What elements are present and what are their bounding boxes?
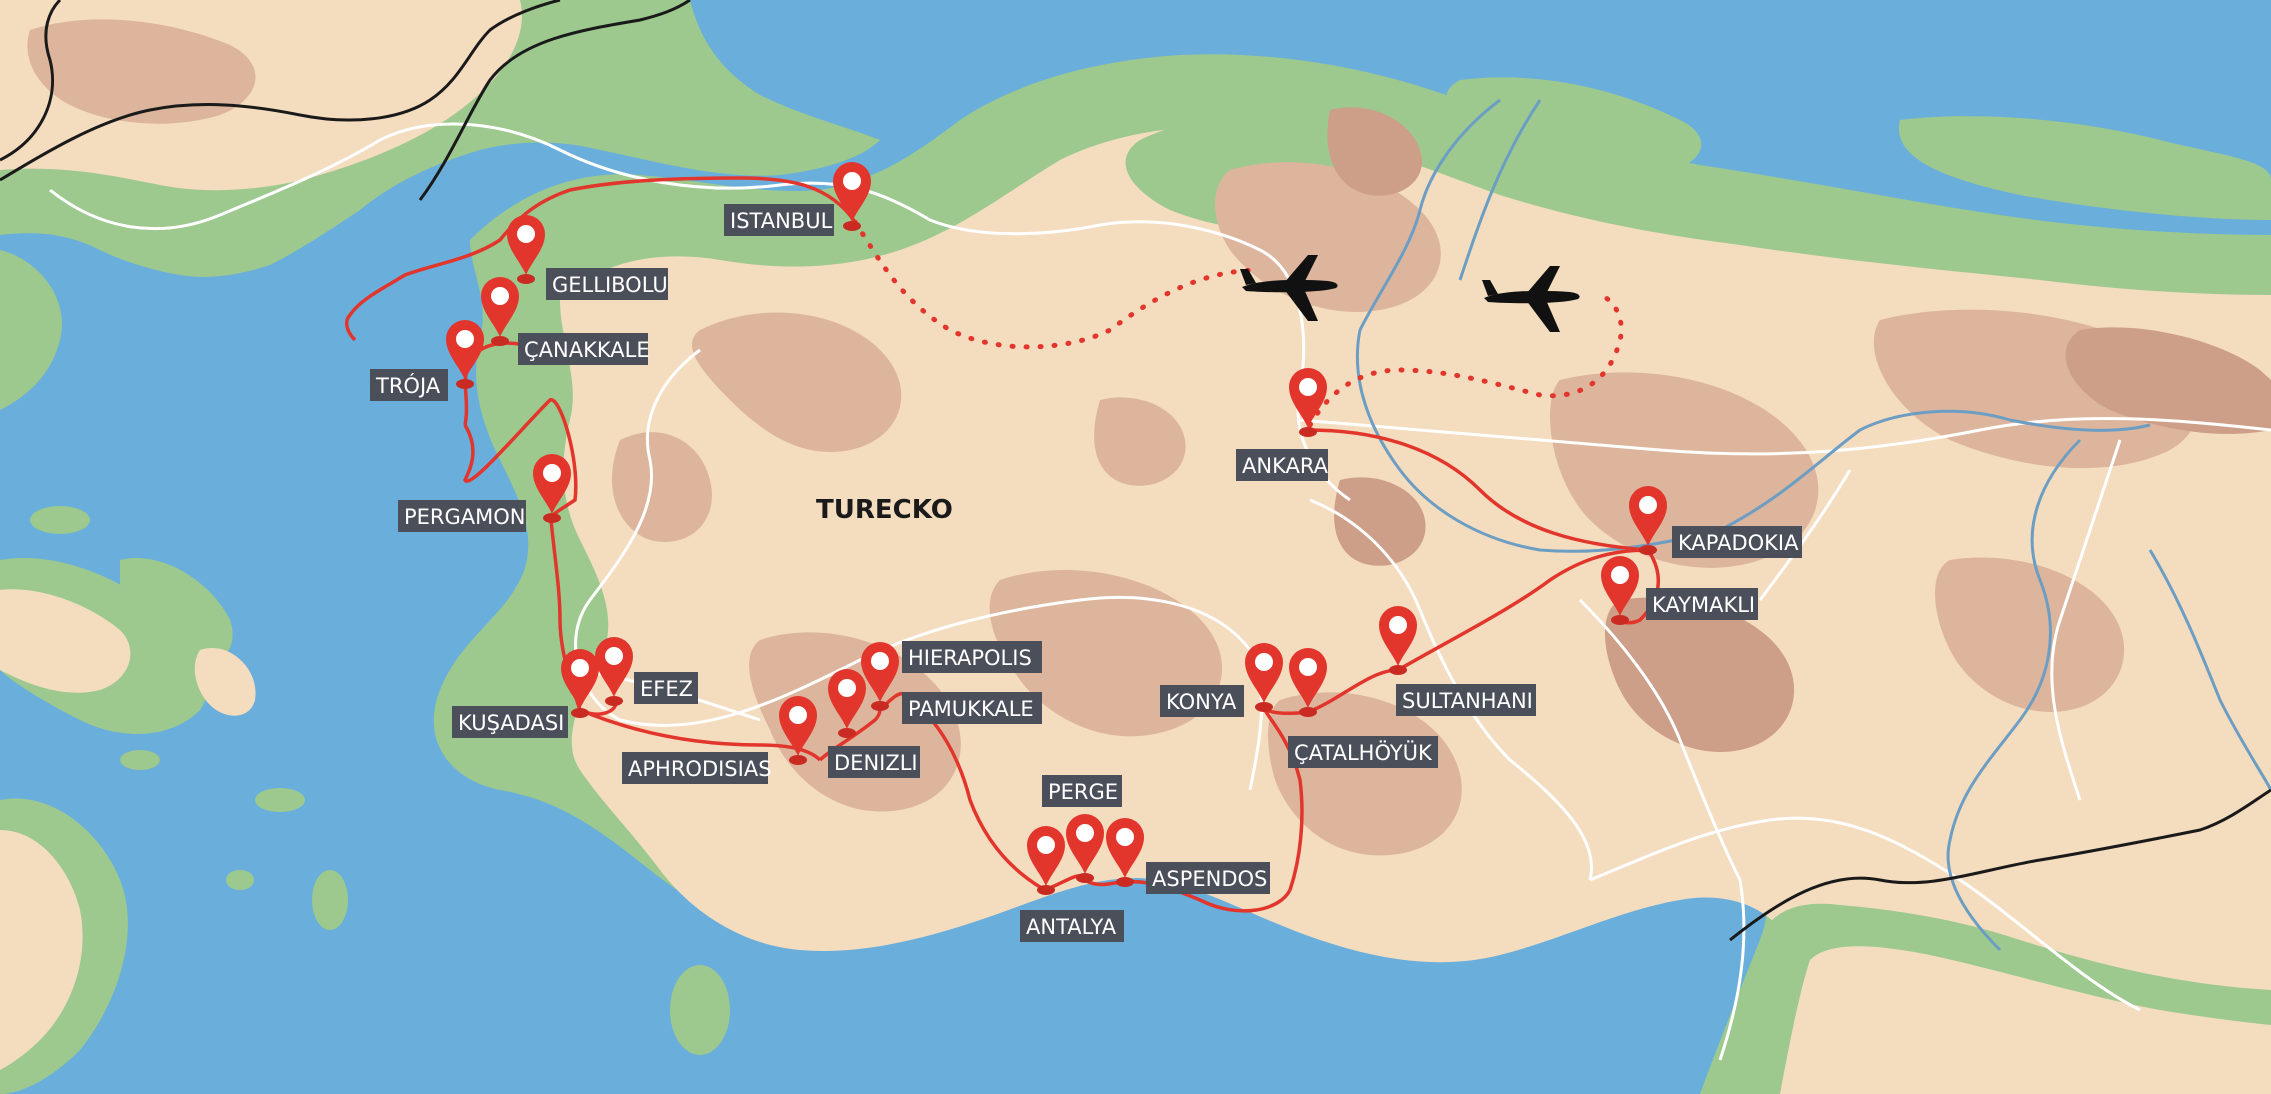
country-label: TURECKO xyxy=(816,495,953,525)
svg-text:PAMUKKALE: PAMUKKALE xyxy=(908,697,1034,721)
label-aphrodisias[interactable]: APHRODISIAS xyxy=(622,752,772,784)
svg-text:APHRODISIAS: APHRODISIAS xyxy=(628,757,772,781)
svg-text:SULTANHANI: SULTANHANI xyxy=(1402,689,1533,713)
label-istanbul[interactable]: ISTANBUL xyxy=(724,204,834,236)
svg-text:ÇATALHÖYÜK: ÇATALHÖYÜK xyxy=(1294,740,1433,765)
label-troja[interactable]: TRÓJA xyxy=(370,369,448,401)
svg-text:KAPADOKIA: KAPADOKIA xyxy=(1678,531,1799,555)
place-labels: ISTANBUL GELLIBOLU ÇANAKKALE TRÓJA PERGA… xyxy=(370,204,1802,942)
label-pamukkale[interactable]: PAMUKKALE xyxy=(902,692,1042,724)
label-perge[interactable]: PERGE xyxy=(1042,775,1122,807)
anatolia xyxy=(433,0,2271,1094)
label-hierapolis[interactable]: HIERAPOLIS xyxy=(902,641,1042,673)
highlands xyxy=(611,107,2271,856)
svg-text:ASPENDOS: ASPENDOS xyxy=(1152,867,1267,891)
label-sultanhani[interactable]: SULTANHANI xyxy=(1396,684,1536,716)
label-pergamon[interactable]: PERGAMON xyxy=(398,500,526,532)
label-kaymakli[interactable]: KAYMAKLI xyxy=(1646,588,1758,620)
svg-text:KAYMAKLI: KAYMAKLI xyxy=(1652,593,1755,617)
label-ankara[interactable]: ANKARA xyxy=(1236,449,1329,481)
label-kapadokia[interactable]: KAPADOKIA xyxy=(1672,526,1802,558)
label-efez[interactable]: EFEZ xyxy=(634,672,698,704)
label-antalya[interactable]: ANTALYA xyxy=(1020,910,1124,942)
flight-routes xyxy=(852,219,1624,428)
svg-text:GELLIBOLU: GELLIBOLU xyxy=(552,273,668,297)
route-nodes xyxy=(456,221,1657,895)
thrace-region xyxy=(0,0,880,410)
label-konya[interactable]: KONYA xyxy=(1160,685,1244,717)
label-kusadasi[interactable]: KUŞADASI xyxy=(452,706,568,738)
svg-text:KONYA: KONYA xyxy=(1166,690,1237,714)
svg-text:ISTANBUL: ISTANBUL xyxy=(730,209,833,233)
rivers xyxy=(1355,98,2271,952)
svg-text:ANKARA: ANKARA xyxy=(1242,454,1329,478)
label-canakkale[interactable]: ÇANAKKALE xyxy=(518,333,650,365)
svg-text:TRÓJA: TRÓJA xyxy=(375,373,441,398)
label-catalhoyuk[interactable]: ÇATALHÖYÜK xyxy=(1288,736,1438,768)
svg-text:ANTALYA: ANTALYA xyxy=(1026,915,1117,939)
svg-text:KUŞADASI: KUŞADASI xyxy=(458,711,564,735)
svg-text:EFEZ: EFEZ xyxy=(640,677,693,701)
southern-coast xyxy=(1700,903,2271,1094)
greek-coast xyxy=(0,506,730,1094)
label-aspendos[interactable]: ASPENDOS xyxy=(1146,862,1270,894)
svg-text:ÇANAKKALE: ÇANAKKALE xyxy=(524,338,650,362)
svg-text:HIERAPOLIS: HIERAPOLIS xyxy=(908,646,1032,670)
svg-text:PERGAMON: PERGAMON xyxy=(404,505,526,529)
svg-text:PERGE: PERGE xyxy=(1048,780,1118,804)
borders xyxy=(0,0,2271,942)
svg-text:DENIZLI: DENIZLI xyxy=(834,751,918,775)
label-denizli[interactable]: DENIZLI xyxy=(828,746,920,778)
label-gellibolu[interactable]: GELLIBOLU xyxy=(546,268,668,300)
